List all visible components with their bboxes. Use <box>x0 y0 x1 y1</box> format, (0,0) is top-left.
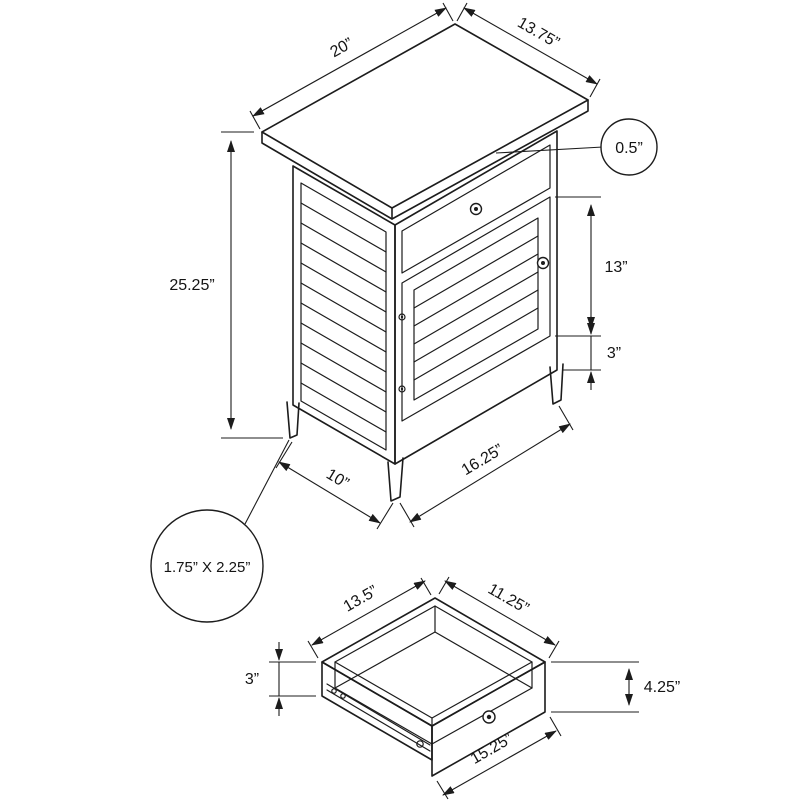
callout-top-thickness-label: 0.5” <box>615 140 643 157</box>
cabinet-door <box>398 196 551 422</box>
dim-drawer-front-height-label: 4.25” <box>644 679 680 696</box>
dim-base-rail-label: 3” <box>607 345 621 362</box>
dim-door-height-extensions <box>555 196 601 337</box>
cabinet-top-edge <box>261 99 589 220</box>
callout-leg-size: 1.75” X 2.25” <box>150 439 290 623</box>
cabinet-top <box>261 23 589 220</box>
door-hinge-bottom-icon <box>398 385 406 393</box>
dim-overall-height-label: 25.25” <box>169 277 214 294</box>
drawer-inner-walls <box>334 605 533 745</box>
door-louvers <box>413 235 539 381</box>
cabinet-side-face <box>292 165 396 465</box>
drawer-inner-bottom <box>334 631 533 745</box>
dim-drawer-front-width: 15.25” <box>436 716 562 800</box>
drawer-side-face <box>321 661 433 761</box>
cabinet-side-louvers <box>300 182 387 451</box>
dim-top-depth-label: 13.75” <box>514 14 562 51</box>
dim-base-side-depth-line <box>278 461 381 524</box>
cabinet-drawer-front <box>401 144 551 274</box>
dim-drawer-inner-width-label: 11.25” <box>485 581 532 618</box>
dim-top-depth-line <box>463 7 598 85</box>
cabinet-body <box>292 130 558 465</box>
dim-drawer-front-width-line <box>442 730 557 796</box>
drawer-dimensions: 13.5” 11.25” 3” 4.25” 15.25” <box>245 576 680 800</box>
dim-top-width-line <box>252 7 447 117</box>
dim-top-width-label: 20” <box>328 35 356 61</box>
drawer-front-knob <box>482 710 496 724</box>
dim-drawer-side-height-extensions <box>269 661 316 697</box>
dim-drawer-front-width-label: 15.25” <box>468 730 516 767</box>
dim-base-front-width-line <box>409 423 571 523</box>
dim-door-height-label: 13” <box>604 259 627 276</box>
callout-leg-size-circle <box>150 509 264 623</box>
cabinet-top-face <box>261 23 589 209</box>
side-panel-frame <box>300 182 387 451</box>
drawer-rim-inner <box>334 605 533 719</box>
dim-top-width: 20” <box>249 2 454 130</box>
door-outline <box>401 196 551 422</box>
callout-leg-size-label: 1.75” X 2.25” <box>164 559 251 576</box>
dim-overall-height-extensions <box>221 131 283 439</box>
drawer-knob-center <box>474 207 478 211</box>
dim-drawer-inner-depth-line <box>311 580 426 646</box>
dim-overall-height: 25.25” <box>169 131 283 439</box>
dim-base-front-width: 16.25” <box>399 405 574 528</box>
cabinet-legs <box>286 363 564 502</box>
cabinet-front-face <box>394 130 558 465</box>
dim-base-side-depth-label: 10” <box>323 466 352 492</box>
callout-top-thickness-circle <box>600 118 658 176</box>
dim-drawer-inner-width-extensions <box>438 576 560 659</box>
drawer-rail-screw-2 <box>340 693 346 699</box>
callout-leg-size-leader <box>244 439 290 525</box>
drawer-view <box>321 597 546 777</box>
drawer-front-face <box>431 661 546 777</box>
door-knob-center <box>541 261 545 265</box>
dim-drawer-inner-depth-label: 13.5” <box>341 583 381 616</box>
dim-base-side-depth: 10” <box>275 441 394 530</box>
drawer-front-outline <box>401 144 551 274</box>
dim-base-rail-height: 3” <box>562 316 621 390</box>
dim-drawer-side-height: 3” <box>245 642 316 716</box>
cabinet-view <box>261 23 589 502</box>
dim-top-width-extensions <box>249 2 454 130</box>
door-hinge-top-icon <box>398 313 406 321</box>
door-hinge-bottom-pin <box>400 387 404 391</box>
drawer-slide-rail <box>326 683 431 752</box>
drawer-box <box>321 597 546 777</box>
dim-door-height: 13” <box>555 196 628 337</box>
dim-base-front-width-label: 16.25” <box>459 441 507 479</box>
dim-drawer-inner-width-line <box>444 580 556 646</box>
dim-drawer-front-height: 4.25” <box>551 661 680 713</box>
dim-drawer-inner-width: 11.25” <box>438 576 560 659</box>
callout-top-thickness-leader <box>495 146 604 154</box>
door-hinge-top-pin <box>400 315 404 319</box>
side-panel-slats <box>300 202 387 433</box>
drawer-rail-roller-icon <box>416 740 424 748</box>
dim-top-depth: 13.75” <box>456 2 601 98</box>
callout-top-thickness: 0.5” <box>495 118 658 176</box>
dim-drawer-front-height-extensions <box>551 661 639 713</box>
dim-drawer-side-height-label: 3” <box>245 671 259 688</box>
dim-drawer-front-width-extensions <box>436 716 562 800</box>
drawer-rail-screw-1 <box>331 688 337 694</box>
door-inner-frame <box>413 217 539 401</box>
drawer-view-knob-center <box>486 714 492 720</box>
cabinet-dimensions: 20” 13.75” 0.5” 25.25” 13” 3” <box>150 2 658 623</box>
dim-top-depth-extensions <box>456 2 601 98</box>
